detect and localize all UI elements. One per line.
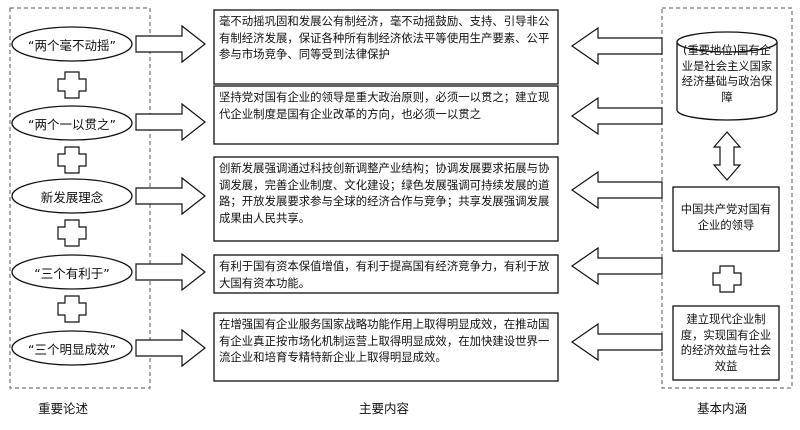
label-three-beneficial: “三个有利于” [34,265,110,281]
content-box-2 [213,85,559,145]
plus-icon [57,219,87,247]
label-new-development-concept: 新发展理念 [40,189,104,205]
ellipse-three-beneficial [11,254,133,290]
arrow-left-icon [570,322,663,362]
content-box-1 [213,9,559,85]
arrow-left-icon [570,246,663,286]
content-text-4: 有利于国有资本保值增值，有利于提高国有经济竞争力，有利于放大国有资本功能。 [219,259,550,290]
plus-icon [57,71,87,99]
content-text-2: 坚持党对国有企业的领导是重大政治原则，必须一以贯之；建立现代企业制度是国有企业改… [219,90,550,121]
ellipse-new-development-concept [11,178,133,214]
label-three-significant-results: “三个明显成效” [28,341,116,357]
content-box-3 [213,156,559,242]
arrow-right-icon [135,24,206,64]
plus-icon [712,265,742,293]
arrow-right-icon [135,102,206,142]
footer-label-important-discourse: 重要论述 [38,401,89,416]
right-box-party-leadership [672,186,780,252]
ellipse-three-significant-results [11,330,133,366]
right-box-2-text: 建立现代企业制度，实现国有企业的经济效益与社会效益 [680,313,772,373]
arrow-left-icon [570,170,663,210]
content-text-1: 毫不动摇巩固和发展公有制经济，毫不动摇鼓励、支持、引导非公有制经济发展，保证各种… [219,14,550,61]
plus-icon [57,146,87,174]
arrow-left-icon [570,96,663,136]
content-box-4 [213,254,559,294]
arrow-right-icon [135,328,206,368]
label-two-consistent: “两个一以贯之” [28,116,116,132]
right-box-modern-enterprise [672,305,780,381]
ellipse-two-consistent [11,105,133,141]
cylinder-text: (重要地位)国有企业是社会主义国家经济基础与政治保障 [681,44,773,104]
content-text-5: 在增强国有企业服务国家战略功能作用上取得明显成效，在推动国有企业真正按市场化机制… [219,317,550,364]
content-text-3: 创新发展强调通过科技创新调整产业结构；协调发展要求拓展与协调发展，完善企业制度、… [219,161,550,225]
ellipse-two-unwavering [11,26,133,62]
double-arrow-icon [712,131,742,181]
arrow-right-icon [135,252,206,292]
content-box-5 [213,312,559,382]
footer-label-basic-connotation: 基本内涵 [697,401,748,416]
arrow-left-icon [570,26,663,66]
label-two-unwavering: “两个毫不动摇” [28,37,116,53]
arrow-right-icon [135,176,206,216]
footer-label-main-content: 主要内容 [359,401,410,416]
right-box-1-text: 中国共产党对国有企业的领导 [680,203,772,232]
cylinder-shape [676,31,778,121]
plus-icon [57,295,87,323]
